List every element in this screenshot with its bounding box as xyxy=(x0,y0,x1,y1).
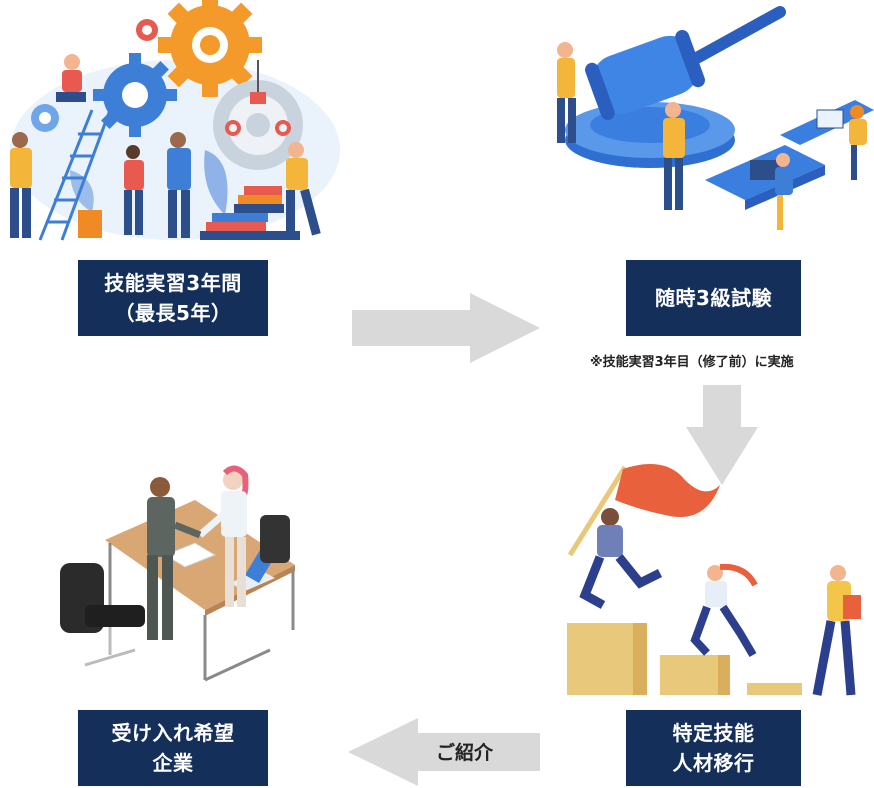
step-company-label: 受け入れ希望 企業 xyxy=(78,710,268,786)
orange-gear-icon xyxy=(158,0,262,97)
worker-figures xyxy=(10,54,321,238)
exam-note: ※技能実習3年目（修了前）に実施 xyxy=(590,355,794,370)
training-title: 技能実習3年間 xyxy=(104,271,242,295)
step-training-label: 技能実習3年間 （最長5年） xyxy=(78,260,268,336)
step-transition-label: 特定技能 人材移行 xyxy=(626,710,801,786)
company-subtitle: 企業 xyxy=(152,751,194,775)
step-boxes xyxy=(567,623,802,695)
training-subtitle: （最長5年） xyxy=(114,301,232,325)
transition-illustration xyxy=(567,463,861,696)
transition-subtitle: 人材移行 xyxy=(672,751,755,775)
exam-figures xyxy=(557,42,867,230)
training-illustration xyxy=(10,0,340,241)
office-chair-icon xyxy=(60,563,145,667)
step-exam-label: 随時3級試験 xyxy=(626,260,801,336)
small-red-gear-icon xyxy=(136,19,158,41)
transition-title: 特定技能 xyxy=(672,721,755,745)
left-arrow-icon xyxy=(348,718,540,786)
exam-title: 随時3級試験 xyxy=(655,286,772,310)
grey-gear-icon xyxy=(213,80,303,170)
company-title: 受け入れ希望 xyxy=(111,721,235,745)
exam-illustration xyxy=(557,6,874,230)
small-blue-gear-icon xyxy=(31,104,59,132)
flag-icon xyxy=(615,463,720,517)
right-arrow-icon xyxy=(352,293,540,363)
down-arrow-icon xyxy=(686,385,758,485)
company-illustration xyxy=(60,465,295,682)
introduce-label: ご紹介 xyxy=(436,742,494,764)
robot-claw-icon xyxy=(225,60,291,136)
